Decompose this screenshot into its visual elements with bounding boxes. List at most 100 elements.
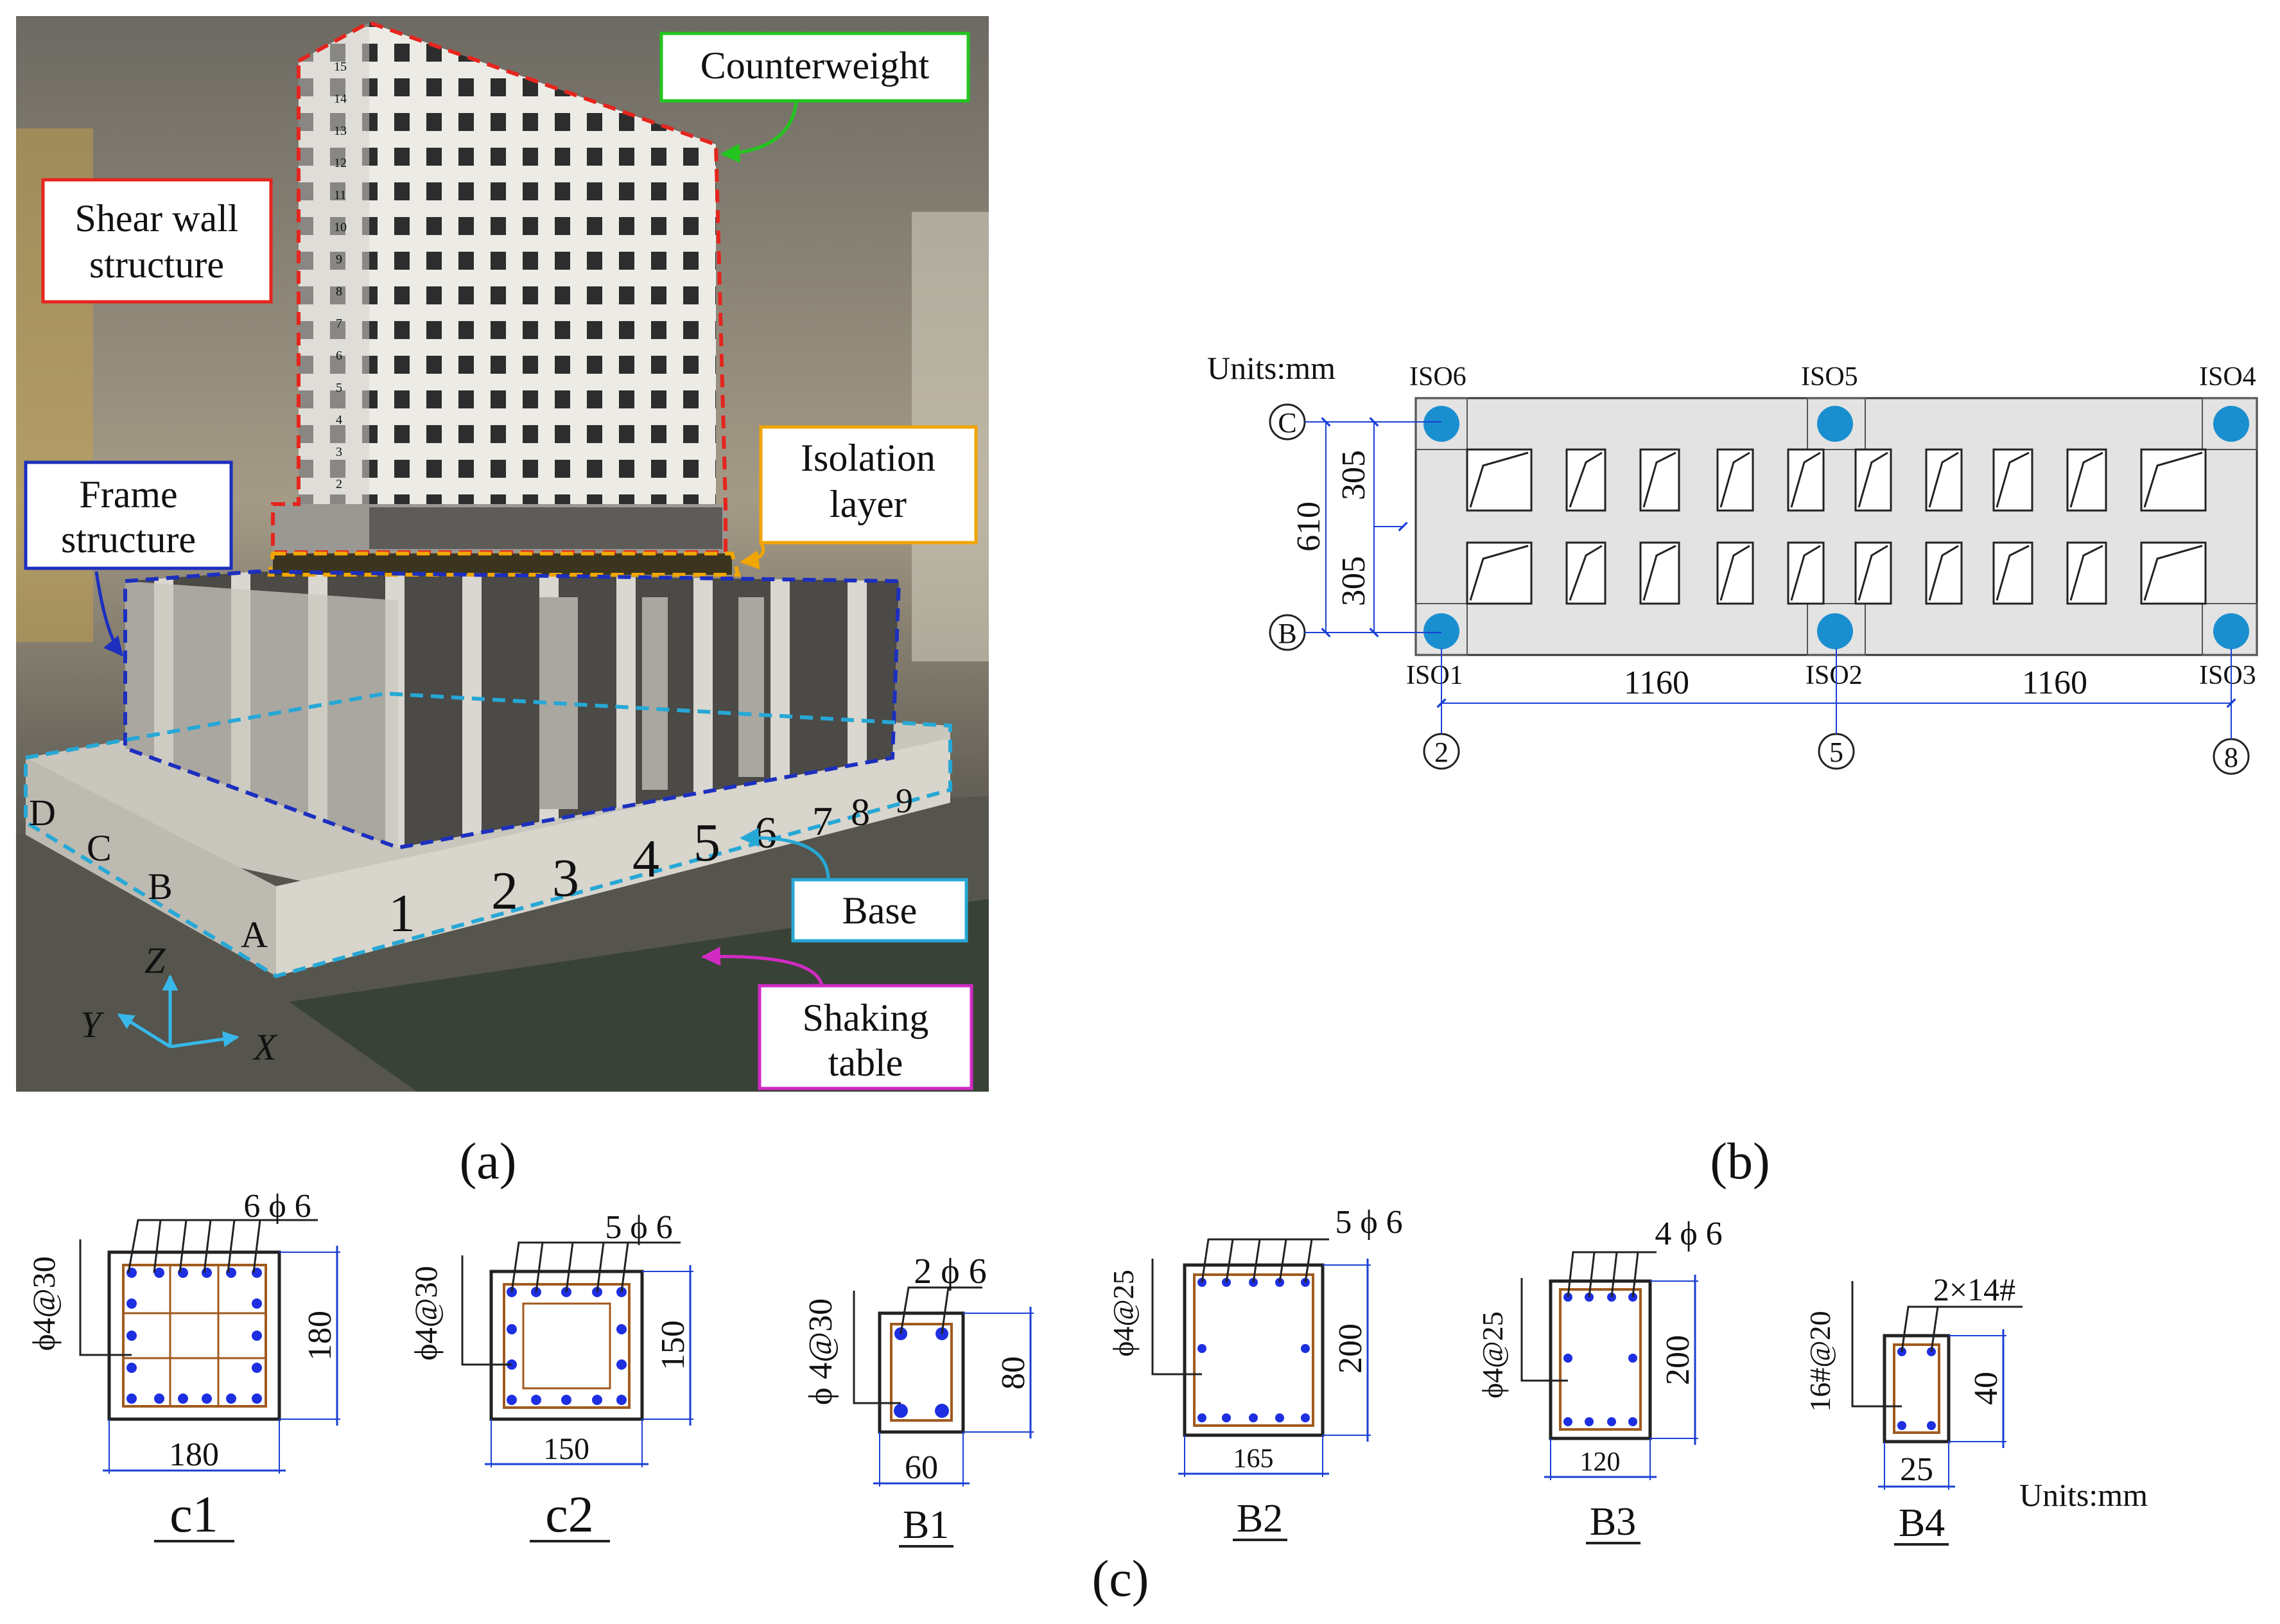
base-outline <box>24 691 952 979</box>
label-iso2: ISO2 <box>1806 661 1863 690</box>
panel-c-sections: 6 ϕ 6 ϕ4@30 180 180 c1 <box>26 1188 2148 1548</box>
B3-height: 200 <box>1660 1335 1696 1385</box>
axis-letter-D: D <box>29 792 56 834</box>
svg-text:3: 3 <box>336 445 342 459</box>
B2-width: 165 <box>1233 1444 1274 1474</box>
B3-name: B3 <box>1590 1500 1636 1544</box>
B1-width: 60 <box>905 1449 938 1486</box>
panel-b-plan: Units:mm <box>1207 350 2258 775</box>
isolator-cells <box>1415 397 2258 656</box>
label-base: Base <box>842 889 918 932</box>
dim-305-top: 305 <box>1336 450 1372 500</box>
c2-height: 150 <box>655 1320 692 1370</box>
coordinate-axes: Z Y X <box>80 939 278 1068</box>
base-left-face <box>26 758 276 976</box>
label-iso4: ISO4 <box>2199 362 2256 392</box>
svg-text:8: 8 <box>336 284 342 299</box>
c2-width: 150 <box>543 1432 589 1466</box>
callout-shear-wall: Shear wall structure <box>41 178 273 304</box>
c1-stirrup: ϕ4@30 <box>26 1256 62 1350</box>
base-axis-numbers: 1 2 3 4 5 6 7 8 9 <box>388 781 913 943</box>
callout-counterweight: Counterweight <box>659 31 970 163</box>
B2-bars: 5 ϕ 6 <box>1335 1204 1402 1241</box>
frame-wall-3 <box>738 597 764 777</box>
svg-text:14: 14 <box>334 92 347 106</box>
axis-letter-C: C <box>87 827 112 869</box>
grid-label-2: 2 <box>1434 737 1449 768</box>
axis-letter-A: A <box>241 914 268 956</box>
section-B1: 2 ϕ 6 ϕ 4@30 80 60 B1 <box>803 1252 1034 1548</box>
caption-a: (a) <box>460 1133 517 1190</box>
label-shear-wall-structure: structure <box>89 243 224 286</box>
axis-number-4: 4 <box>632 829 659 889</box>
section-c1: 6 ϕ 6 ϕ4@30 180 180 c1 <box>26 1188 340 1543</box>
B2-height: 200 <box>1332 1323 1369 1374</box>
isolator-iso3 <box>2213 613 2249 649</box>
axis-number-9: 9 <box>896 781 913 820</box>
isolator-labels: ISO6 ISO5 ISO4 ISO1 ISO2 ISO3 <box>1406 362 2256 690</box>
label-iso5: ISO5 <box>1801 362 1858 392</box>
section-B3: 4 ϕ 6 ϕ4@25 200 120 B3 <box>1476 1216 1723 1544</box>
isolator-iso1 <box>1423 613 1459 649</box>
label-shaking: Shaking <box>803 997 929 1039</box>
dim-305-bottom: 305 <box>1336 556 1372 606</box>
c1-height: 180 <box>302 1311 338 1361</box>
svg-text:7: 7 <box>336 317 342 331</box>
c2-bars: 5 ϕ 6 <box>605 1209 672 1246</box>
svg-text:5: 5 <box>336 381 342 395</box>
svg-text:11: 11 <box>334 188 346 202</box>
label-shear-wall: Shear wall <box>75 197 239 240</box>
dim-1160-right: 1160 <box>2022 665 2087 701</box>
frame-wall-2 <box>642 597 668 790</box>
svg-text:12: 12 <box>334 156 347 170</box>
dimension-labels: 610 305 305 1160 1160 <box>1291 450 2087 701</box>
B1-height: 80 <box>995 1356 1032 1390</box>
base-axis-letters: A B C D <box>29 792 268 956</box>
isolation-body <box>273 554 732 575</box>
section-c2: 5 ϕ 6 ϕ4@30 150 150 c2 <box>408 1209 693 1543</box>
isolator-iso4 <box>2213 406 2249 442</box>
B3-width: 120 <box>1580 1447 1621 1477</box>
axis-number-7: 7 <box>812 798 833 844</box>
isolation-outline <box>267 552 742 577</box>
svg-text:4: 4 <box>336 413 342 427</box>
svg-text:2: 2 <box>336 477 342 491</box>
isolators <box>1423 406 2249 649</box>
caption-b: (b) <box>1710 1133 1770 1190</box>
grid-label-8: 8 <box>2224 742 2238 773</box>
B4-bars: 2×14# <box>1933 1271 2015 1307</box>
grid-label-5: 5 <box>1829 737 1843 768</box>
frame-outline <box>123 569 901 850</box>
label-iso1: ISO1 <box>1406 661 1463 690</box>
c2-name: c2 <box>545 1487 594 1543</box>
B4-height: 40 <box>1968 1372 2005 1405</box>
axis-x-label: X <box>252 1026 278 1068</box>
grid-label-B: B <box>1278 618 1296 649</box>
label-isolation-layer: layer <box>830 483 907 525</box>
label-isolation: Isolation <box>801 437 935 479</box>
isolator-iso5 <box>1817 406 1853 442</box>
axis-number-8: 8 <box>851 791 870 834</box>
B2-name: B2 <box>1237 1497 1283 1541</box>
B2-stirrup: ϕ4@25 <box>1107 1270 1140 1357</box>
B3-bars: 4 ϕ 6 <box>1655 1216 1722 1252</box>
dimension-lines <box>1321 417 2236 713</box>
axis-y-label: Y <box>80 1004 105 1045</box>
label-frame: Frame <box>79 473 177 516</box>
axis-z-label: Z <box>144 939 166 981</box>
c1-name: c1 <box>170 1487 218 1543</box>
svg-text:10: 10 <box>334 220 347 234</box>
callout-frame: Frame structure <box>24 460 233 657</box>
base-front-face <box>276 738 950 976</box>
svg-text:13: 13 <box>334 124 347 138</box>
svg-text:6: 6 <box>336 349 342 363</box>
B4-name: B4 <box>1899 1501 1945 1545</box>
svg-text:9: 9 <box>336 252 342 266</box>
shear-wall-facade <box>299 22 716 504</box>
grid-label-C: C <box>1278 407 1296 439</box>
axis-number-3: 3 <box>552 848 579 908</box>
dim-1160-left: 1160 <box>1624 665 1689 701</box>
counterweight-block <box>369 507 722 549</box>
